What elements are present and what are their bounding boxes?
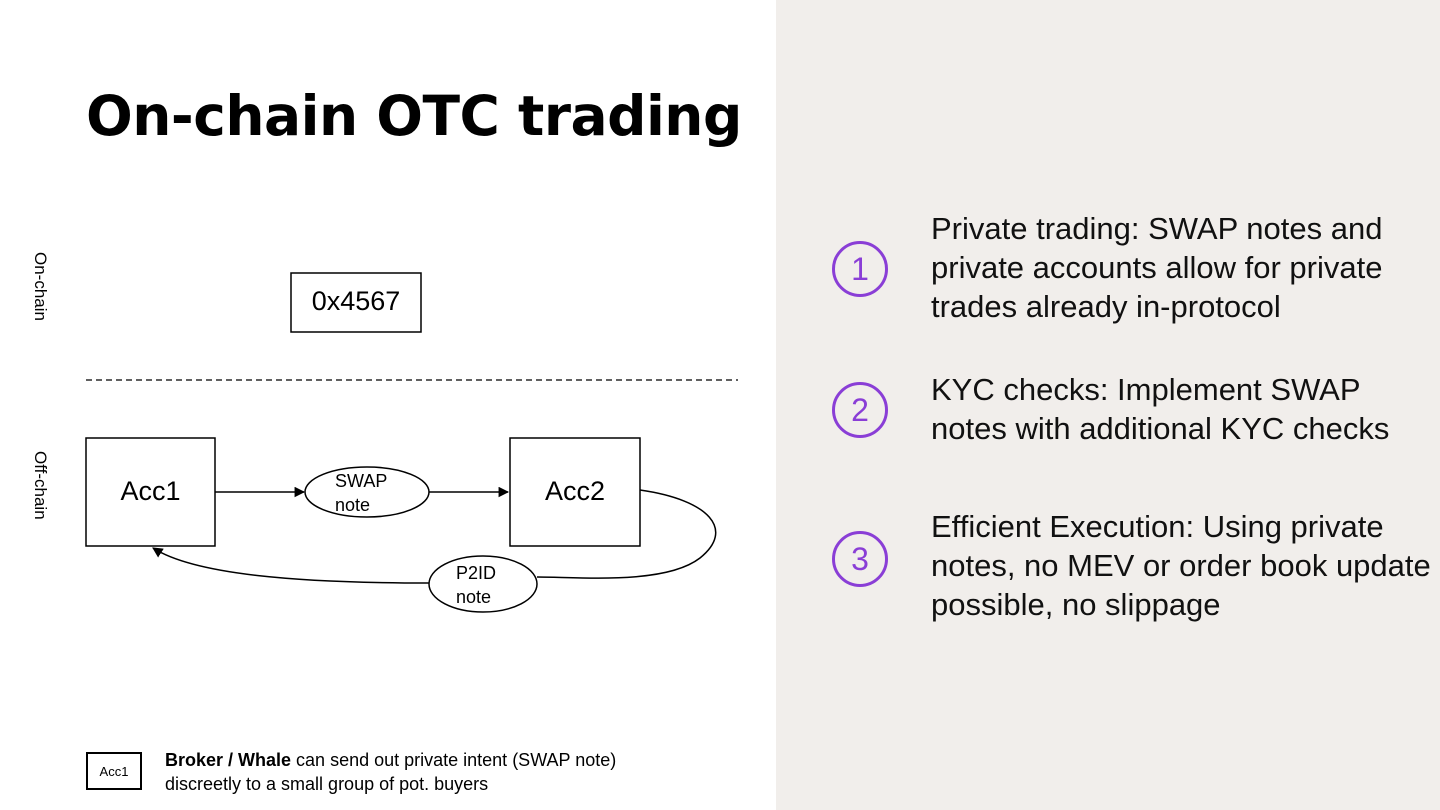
acc2-box: [509, 437, 641, 547]
slide-title: On-chain OTC trading: [86, 84, 742, 148]
acc2-label: Acc2: [544, 476, 606, 506]
swap-note-line-2: note: [335, 495, 371, 515]
p2id-note-ellipse: [428, 555, 538, 613]
number-circle-1: 1: [832, 241, 888, 297]
address-label: 0x4567: [311, 286, 401, 316]
return-curve: [536, 489, 717, 579]
point-2-text: KYC checks: Implement SWAP notes with ad…: [931, 372, 1390, 446]
point-1-text: Private trading: SWAP notes and private …: [931, 211, 1383, 324]
p2id-note-label: P2ID note: [456, 561, 496, 609]
number-circle-3: 3: [832, 531, 888, 587]
swap-note-label: SWAP note: [335, 469, 387, 517]
legend-acc1-box: Acc1: [86, 752, 142, 790]
arrow-p2id-to-acc1: [152, 547, 430, 584]
swap-note-line-1: SWAP: [335, 471, 388, 491]
address-box: [290, 272, 422, 333]
legend-text: Broker / Whale can send out private inte…: [165, 748, 635, 796]
point-3-text: Efficient Execution: Using private notes…: [931, 509, 1431, 622]
legend-bold: Broker / Whale: [165, 750, 292, 770]
acc1-label: Acc1: [120, 476, 181, 506]
number-circle-2: 2: [832, 382, 888, 438]
legend-rest: can send out private intent (SWAP note) …: [165, 750, 617, 794]
p2id-note-line-1: P2ID: [456, 563, 497, 583]
p2id-note-line-2: note: [456, 587, 492, 607]
